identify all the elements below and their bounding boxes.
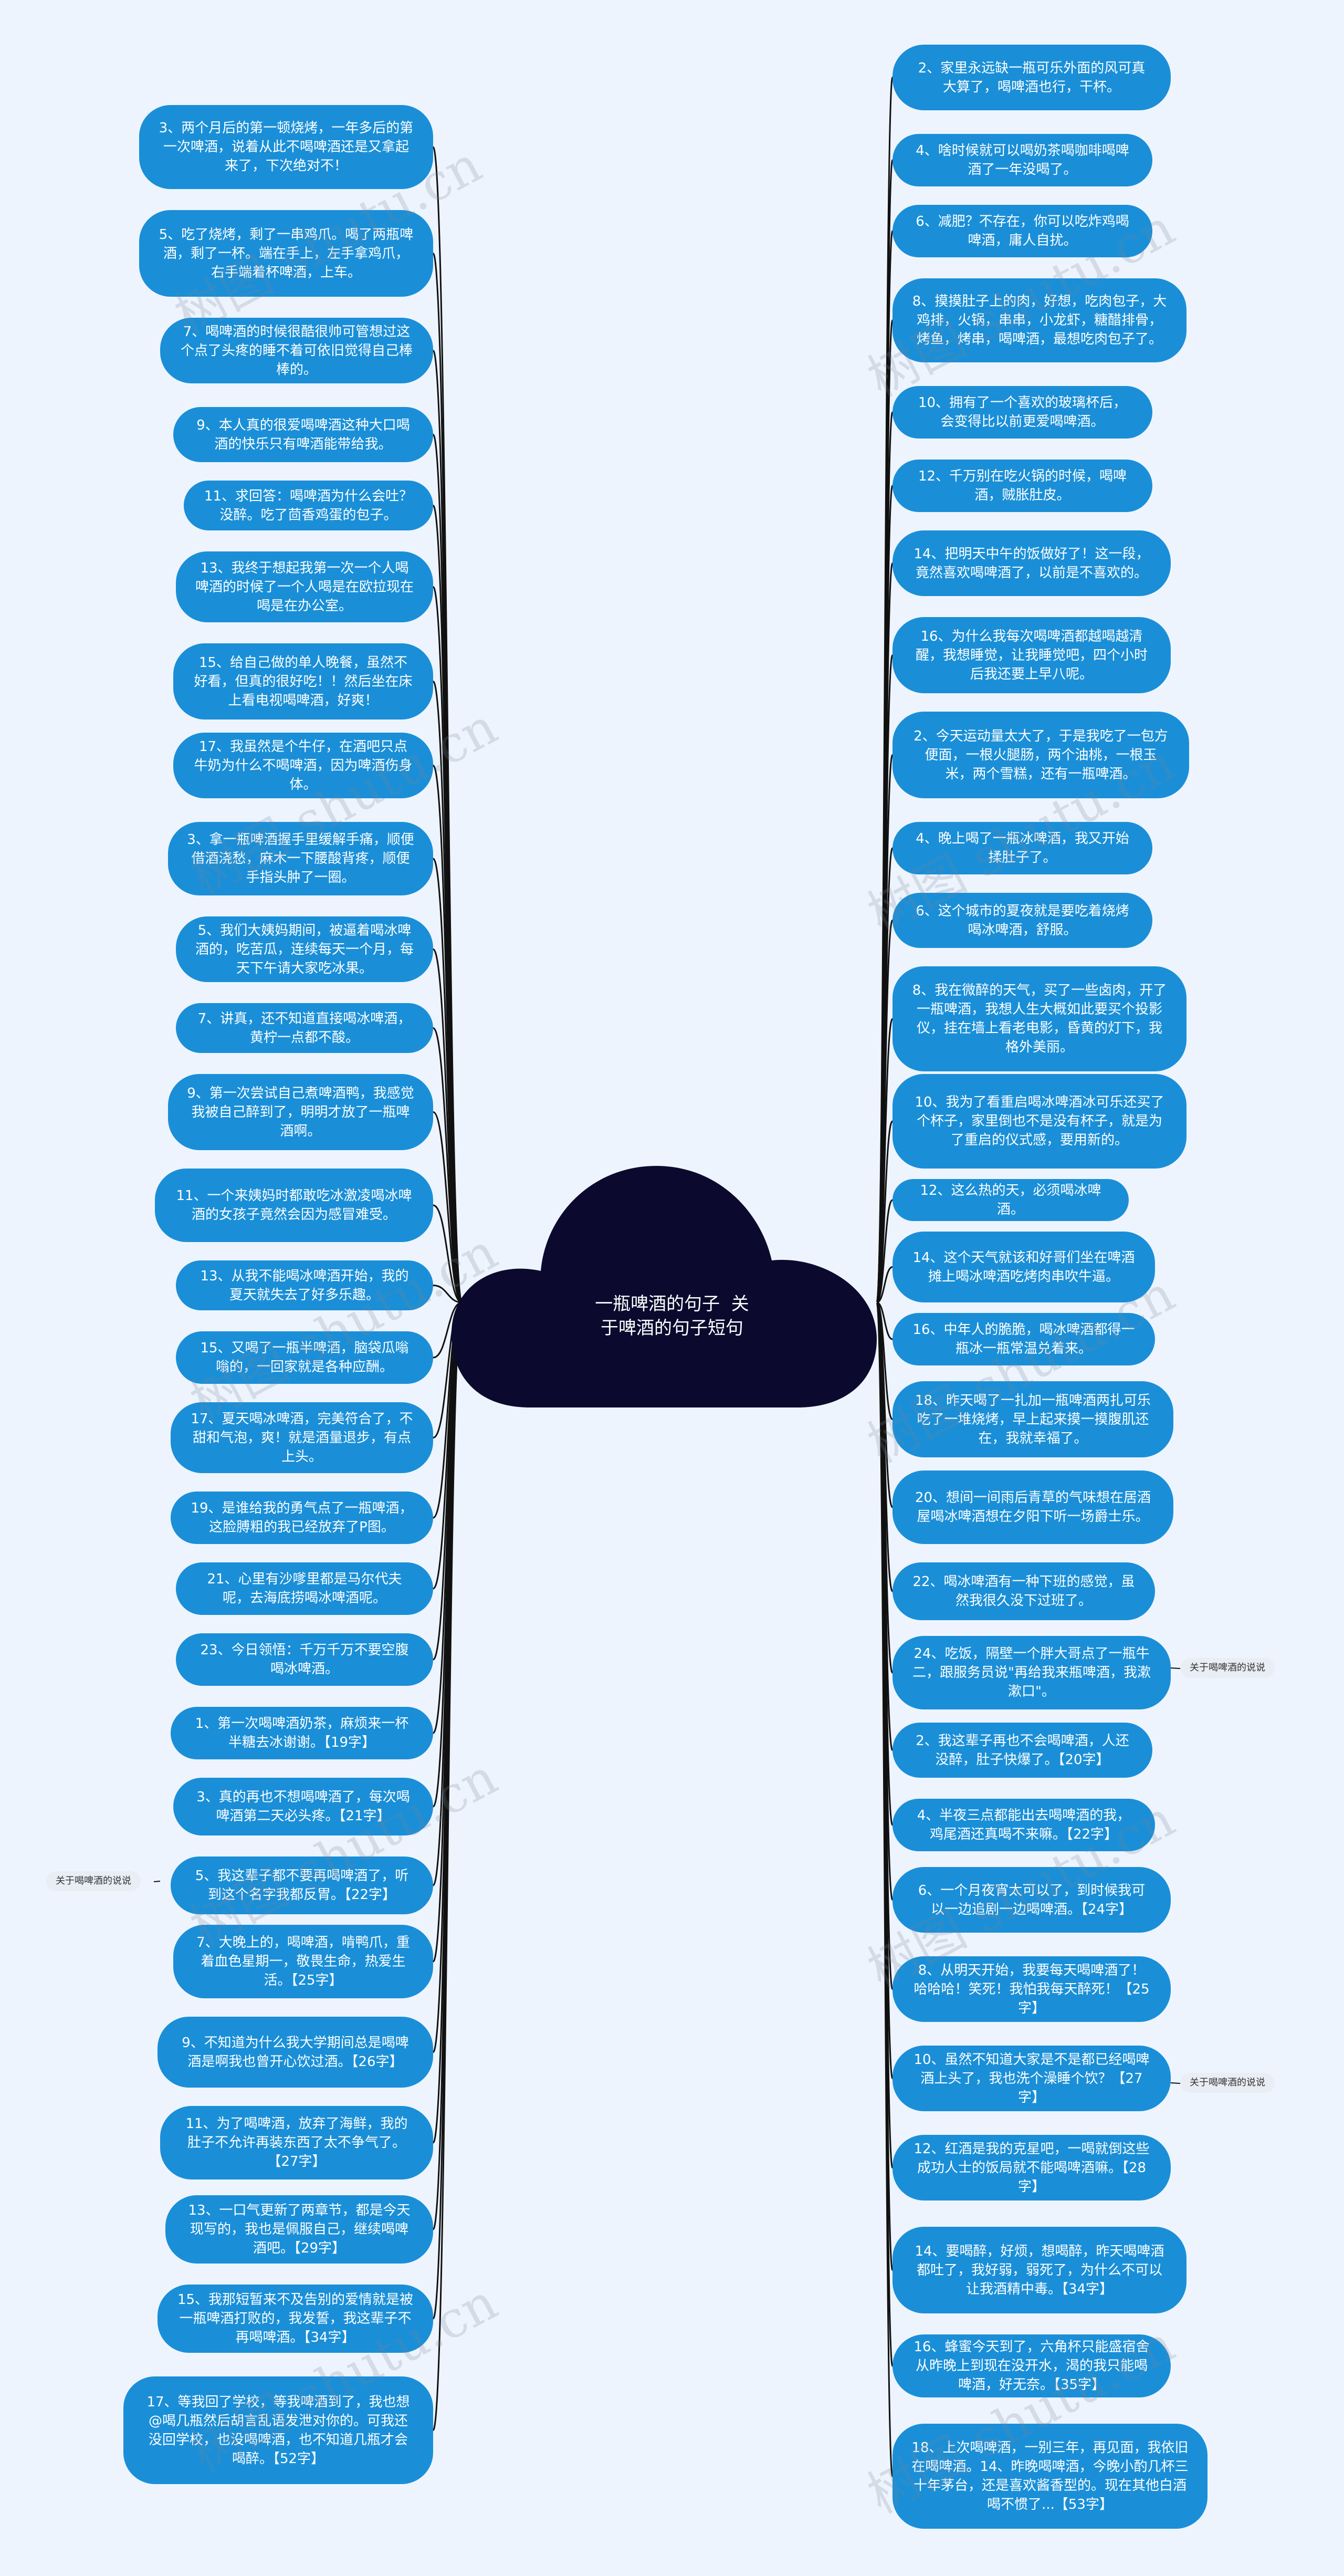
connector-right xyxy=(876,1120,894,1303)
branch-node-right[interactable]: 8、从明天开始，我要每天喝啤酒了！哈哈哈！笑死！我怕我每天醉死！【25字】 xyxy=(892,1956,1171,2022)
branch-node-left[interactable]: 9、不知道为什么我大学期间总是喝啤酒是啊我也曾开心饮过酒。【26字】 xyxy=(158,2017,433,2088)
branch-node-left[interactable]: 7、大晚上的，喝啤酒，啃鸭爪，重着血色星期一，敬畏生命，热爱生活。【25字】 xyxy=(173,1925,433,1998)
connector-right xyxy=(876,1199,894,1303)
branch-node-right[interactable]: 4、啥时候就可以喝奶茶喝咖啡喝啤酒了一年没喝了。 xyxy=(892,134,1152,186)
branch-node-left[interactable]: 23、今日领悟：千万千万不要空腹喝冰啤酒。 xyxy=(176,1633,433,1686)
branch-node-right[interactable]: 14、这个天气就该和好哥们坐在啤酒摊上喝冰啤酒吃烤肉串吹牛逼。 xyxy=(892,1232,1155,1302)
branch-node-right[interactable]: 24、吃饭，隔壁一个胖大哥点了一瓶牛二，跟服务员说"再给我来瓶啤酒，我漱漱口"。 xyxy=(892,1636,1171,1709)
connector-right xyxy=(876,1301,894,2477)
branch-node-right[interactable]: 10、拥有了一个喜欢的玻璃杯后，会变得比以前更爱喝啤酒。 xyxy=(892,386,1152,439)
connector-right xyxy=(876,1301,893,1340)
branch-node-left[interactable]: 3、拿一瓶啤酒握手里缓解手痛，顺便借酒浇愁，麻木一下腰酸背疼，顺便手指头肿了一圈… xyxy=(168,822,433,895)
branch-node-right[interactable]: 2、我这辈子再也不会喝啤酒，人还没醉，肚子快爆了。【20字】 xyxy=(892,1723,1152,1778)
branch-node-right[interactable]: 2、家里永远缺一瓶可乐外面的风可真大算了，喝啤酒也行，干杯。 xyxy=(892,45,1171,110)
branch-node-right[interactable]: 4、晚上喝了一瓶冰啤酒，我又开始揉肚子了。 xyxy=(892,822,1152,874)
branch-node-right[interactable]: 16、为什么我每次喝啤酒都越喝越清醒，我想睡觉，让我睡觉吧，四个小时后我还要上早… xyxy=(892,617,1171,693)
connector-left xyxy=(433,1111,463,1303)
branch-node-right[interactable]: 10、虽然不知道大家是不是都已经喝啤酒上头了，我也洗个澡睡个饮？【27字】 xyxy=(892,2046,1171,2111)
branch-node-right[interactable]: 8、摸摸肚子上的肉，好想，吃肉包子，大鸡排，火锅，串串，小龙虾，糖醋排骨，烤鱼，… xyxy=(892,278,1186,362)
branch-node-right[interactable]: 4、半夜三点都能出去喝啤酒的我，鸡尾酒还真喝不来嘛。【22字】 xyxy=(892,1799,1155,1851)
tag-connector xyxy=(153,1881,161,1882)
branch-node-right[interactable]: 18、昨天喝了一扎加一瓶啤酒两扎可乐吃了一堆烧烤，早上起来摸一摸腹肌还在，我就幸… xyxy=(892,1381,1173,1457)
connector-left xyxy=(432,1301,463,2431)
branch-node-left[interactable]: 3、两个月后的第一顿烧烤，一年多后的第一次啤酒，说着从此不喝啤酒还是又拿起来了，… xyxy=(139,105,433,189)
branch-node-left[interactable]: 7、讲真，还不知道直接喝冰啤酒，黄柠一点都不酸。 xyxy=(176,1003,433,1053)
branch-node-left[interactable]: 3、真的再也不想喝啤酒了，每次喝啤酒第二天必头疼。【21字】 xyxy=(173,1778,433,1835)
branch-node-right[interactable]: 16、中年人的脆脆，喝冰啤酒都得一瓶冰一瓶常温兑着来。 xyxy=(892,1313,1155,1365)
branch-node-left[interactable]: 11、求回答：喝啤酒为什么会吐？没醉。吃了茴香鸡蛋的包子。 xyxy=(184,481,433,530)
branch-node-left[interactable]: 5、我们大姨妈期间，被逼着喝冰啤酒的，吃苦瓜，连续每天一个月，每天下午请大家吃冰… xyxy=(176,916,433,982)
branch-node-right[interactable]: 2、今天运动量太大了，于是我吃了一包方便面，一根火腿肠，两个油桃，一根玉米，两个… xyxy=(892,712,1189,798)
branch-node-left[interactable]: 19、是谁给我的勇气点了一瓶啤酒，这脸膊粗的我已经放弃了P图。 xyxy=(171,1492,433,1544)
connector-left xyxy=(433,1285,463,1303)
branch-node-left[interactable]: 13、我终于想起我第一次一个人喝啤酒的时候了一个人喝是在欧拉现在喝是在办公室。 xyxy=(176,551,433,622)
branch-node-right[interactable]: 8、我在微醉的天气，买了一些卤肉，开了一瓶啤酒，我想人生大概如此要买个投影仪，挂… xyxy=(892,966,1186,1071)
center-topic[interactable]: 一瓶啤酒的句子 关于啤酒的句子短句 xyxy=(595,1294,749,1339)
connector-left xyxy=(432,1027,463,1303)
branch-node-right[interactable]: 12、红酒是我的克星吧，一喝就倒这些成功人士的饭局就不能喝啤酒嘛。【28字】 xyxy=(892,2135,1171,2200)
branch-node-right[interactable]: 6、这个城市的夏夜就是要吃着烧烤喝冰啤酒，舒服。 xyxy=(892,893,1152,948)
branch-node-right[interactable]: 14、把明天中午的饭做好了！这一段，竟然喜欢喝啤酒了，以前是不喜欢的。 xyxy=(892,530,1171,596)
connector-left xyxy=(433,1301,463,1359)
branch-node-left[interactable]: 17、夏天喝冰啤酒，完美符合了，不甜和气泡，爽！就是酒量退步，有点上头。 xyxy=(171,1402,433,1473)
branch-node-right[interactable]: 20、想间一间雨后青草的气味想在居酒屋喝冰啤酒想在夕阳下听一场爵士乐。 xyxy=(892,1470,1173,1544)
summary-tag[interactable]: 关于喝啤酒的说说 xyxy=(1180,1658,1275,1678)
branch-node-left[interactable]: 5、吃了烧烤，剩了一串鸡爪。喝了两瓶啤酒，剩了一杯。端在手上，左手拿鸡爪，右手端… xyxy=(139,210,433,297)
branch-node-left[interactable]: 11、为了喝啤酒，放弃了海鲜，我的肚子不允许再装东西了太不争气了。【27字】 xyxy=(160,2106,433,2179)
branch-node-left[interactable]: 15、我那短暂来不及告别的爱情就是被一瓶啤酒打败的，我发誓，我这辈子不再喝啤酒。… xyxy=(158,2285,433,2353)
branch-node-left[interactable]: 21、心里有沙嗲里都是马尔代夫呢，去海底捞喝冰啤酒呢。 xyxy=(176,1562,433,1615)
branch-node-left[interactable]: 9、本人真的很爱喝啤酒这种大口喝酒的快乐只有啤酒能带给我。 xyxy=(173,407,433,462)
summary-tag[interactable]: 关于喝啤酒的说说 xyxy=(46,1871,141,1891)
branch-node-left[interactable]: 7、喝啤酒的时候很酷很帅可管想过这个点了头疼的睡不着可依旧觉得自己棒棒的。 xyxy=(160,318,433,383)
center-cloud-shape xyxy=(452,1166,877,1407)
connector-right xyxy=(876,1266,893,1303)
connector-left xyxy=(433,1204,463,1303)
branch-node-right[interactable]: 12、这么热的天，必须喝冰啤酒。 xyxy=(892,1179,1129,1221)
branch-node-left[interactable]: 15、给自己做的单人晚餐，虽然不好看，但真的很好吃！！然后坐在床上看电视喝啤酒，… xyxy=(173,643,433,719)
branch-node-left[interactable]: 17、等我回了学校，等我啤酒到了，我也想@喝几瓶然后胡言乱语发泄对你的。可我还没… xyxy=(123,2376,433,2484)
branch-node-right[interactable]: 12、千万别在吃火锅的时候，喝啤酒，贼胀肚皮。 xyxy=(892,460,1152,512)
branch-node-left[interactable]: 15、又喝了一瓶半啤酒，脑袋瓜嗡嗡的，一回家就是各种应酬。 xyxy=(176,1331,433,1384)
branch-node-right[interactable]: 18、上次喝啤酒，一别三年，再见面，我依旧在喝啤酒。14、昨晚喝啤酒，今晚小酌几… xyxy=(892,2424,1208,2529)
center-cloud xyxy=(452,1166,877,1407)
branch-node-right[interactable]: 16、蜂蜜今天到了，六角杯只能盛宿舍从昨晚上到现在没开水，渴的我只能喝啤酒，好无… xyxy=(892,2334,1171,2397)
branch-node-right[interactable]: 14、要喝醉，好烦，想喝醉，昨天喝啤酒都吐了，我好弱，弱死了，为什么不可以让我酒… xyxy=(892,2227,1186,2313)
branch-node-left[interactable]: 9、第一次尝试自己煮啤酒鸭，我感觉我被自己醉到了，明明才放了一瓶啤酒啊。 xyxy=(168,1074,433,1150)
branch-node-left[interactable]: 17、我虽然是个牛仔，在酒吧只点牛奶为什么不喝啤酒，因为啤酒伤身体。 xyxy=(173,733,433,798)
branch-node-left[interactable]: 13、一口气更新了两章节，都是今天现写的，我也是佩服自己，继续喝啤酒吧。【29字… xyxy=(165,2195,433,2264)
branch-node-right[interactable]: 6、减肥？不存在，你可以吃炸鸡喝啤酒，庸人自扰。 xyxy=(892,205,1152,257)
branch-node-right[interactable]: 6、一个月夜宵太可以了，到时候我可以一边追剧一边喝啤酒。【24字】 xyxy=(892,1867,1171,1933)
branch-node-left[interactable]: 1、第一次喝啤酒奶茶，麻烦来一杯半糖去冰谢谢。【19字】 xyxy=(171,1707,433,1759)
branch-node-left[interactable]: 5、我这辈子都不要再喝啤酒了，听到这个名字我都反胃。【22字】 xyxy=(171,1857,433,1914)
branch-node-left[interactable]: 13、从我不能喝冰啤酒开始，我的夏天就失去了好多乐趣。 xyxy=(176,1260,433,1310)
branch-node-right[interactable]: 10、我为了看重启喝冰啤酒冰可乐还买了个杯子，家里倒也不是没有杯子，就是为了重启… xyxy=(892,1074,1186,1169)
summary-tag[interactable]: 关于喝啤酒的说说 xyxy=(1180,2073,1275,2093)
branch-node-left[interactable]: 11、一个来姨妈时都敢吃冰激凌喝冰啤酒的女孩子竟然会因为感冒难受。 xyxy=(155,1169,433,1242)
branch-node-right[interactable]: 22、喝冰啤酒有一种下班的感觉，虽然我很久没下过班了。 xyxy=(892,1562,1155,1620)
